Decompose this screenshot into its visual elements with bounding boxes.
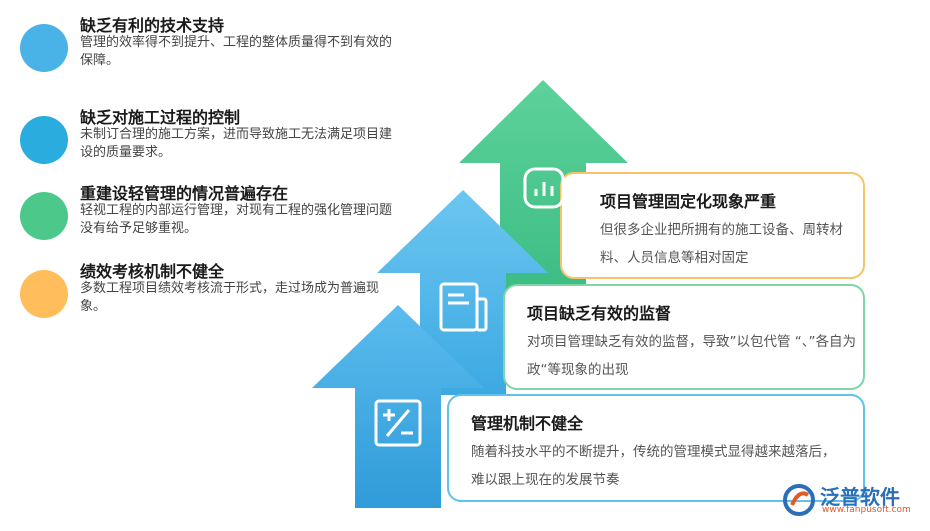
card-title: 管理机制不健全 xyxy=(471,414,584,433)
circle-bullet xyxy=(20,270,68,318)
left-item-title: 重建设轻管理的情况普遍存在 xyxy=(80,184,289,203)
left-item-1: 缺乏有利的技术支持 管理的效率得不到提升、工程的整体质量得不到有效的保障。 xyxy=(20,12,392,82)
left-item-title: 缺乏有利的技术支持 xyxy=(80,16,225,35)
left-item-desc: 未制订合理的施工方案，进而导致施工无法满足项目建设的质量要求。 xyxy=(80,127,393,160)
card-desc: 随着科技水平的不断提升，传统的管理模式显得越来越落后，难以跟上现在的发展节奏 xyxy=(471,444,836,488)
card-desc: 对项目管理缺乏有效的监督，导致”以包代管 “、”各自为政“等现象的出现 xyxy=(527,334,857,378)
left-item-4: 绩效考核机制不健全 多数工程项目绩效考核流于形式，走过场成为普遍现象。 xyxy=(20,258,390,328)
left-item-desc: 管理的效率得不到提升、工程的整体质量得不到有效的保障。 xyxy=(80,35,393,68)
card-mechanism: 管理机制不健全 随着科技水平的不断提升，传统的管理模式显得越来越落后，难以跟上现… xyxy=(447,394,865,502)
left-item-desc: 轻视工程的内部运行管理，对现有工程的强化管理问题没有给予足够重视。 xyxy=(80,203,393,236)
left-item-title: 缺乏对施工过程的控制 xyxy=(80,108,241,127)
circle-bullet xyxy=(20,192,68,240)
blue-arrow xyxy=(312,305,484,508)
card-title: 项目管理固定化现象严重 xyxy=(600,192,777,211)
logo-url: www.fanpusoft.com xyxy=(822,505,911,515)
circle-bullet xyxy=(20,116,68,164)
card-title: 项目缺乏有效的监督 xyxy=(527,304,672,323)
logo-name: 泛普软件 xyxy=(820,485,900,509)
card-lack-supervision: 对项目管理缺乏有效的监督，导致”以包代管 “、”各自为政“等现象的出现 项目缺乏… xyxy=(503,284,865,390)
circle-bullet xyxy=(20,24,68,72)
left-item-3: 重建设轻管理的情况普遍存在 轻视工程的内部运行管理，对现有工程的强化管理问题没有… xyxy=(20,180,392,250)
chart-icon xyxy=(523,167,565,209)
brand-logo: 泛普软件 www.fanpusoft.com xyxy=(782,481,922,521)
calculator-icon xyxy=(374,399,422,447)
card-desc: 但很多企业把所拥有的施工设备、周转材料、人员信息等相对固定 xyxy=(600,222,843,266)
logo-mark-icon xyxy=(783,484,815,516)
left-item-title: 绩效考核机制不健全 xyxy=(80,262,225,281)
left-item-2: 缺乏对施工过程的控制 未制订合理的施工方案，进而导致施工无法满足项目建设的质量要… xyxy=(20,104,392,174)
left-item-desc: 多数工程项目绩效考核流于形式，走过场成为普遍现象。 xyxy=(80,281,380,314)
card-fixed-management: 项目管理固定化现象严重 但很多企业把所拥有的施工设备、周转材料、人员信息等相对固… xyxy=(560,172,865,279)
document-icon xyxy=(439,282,488,332)
